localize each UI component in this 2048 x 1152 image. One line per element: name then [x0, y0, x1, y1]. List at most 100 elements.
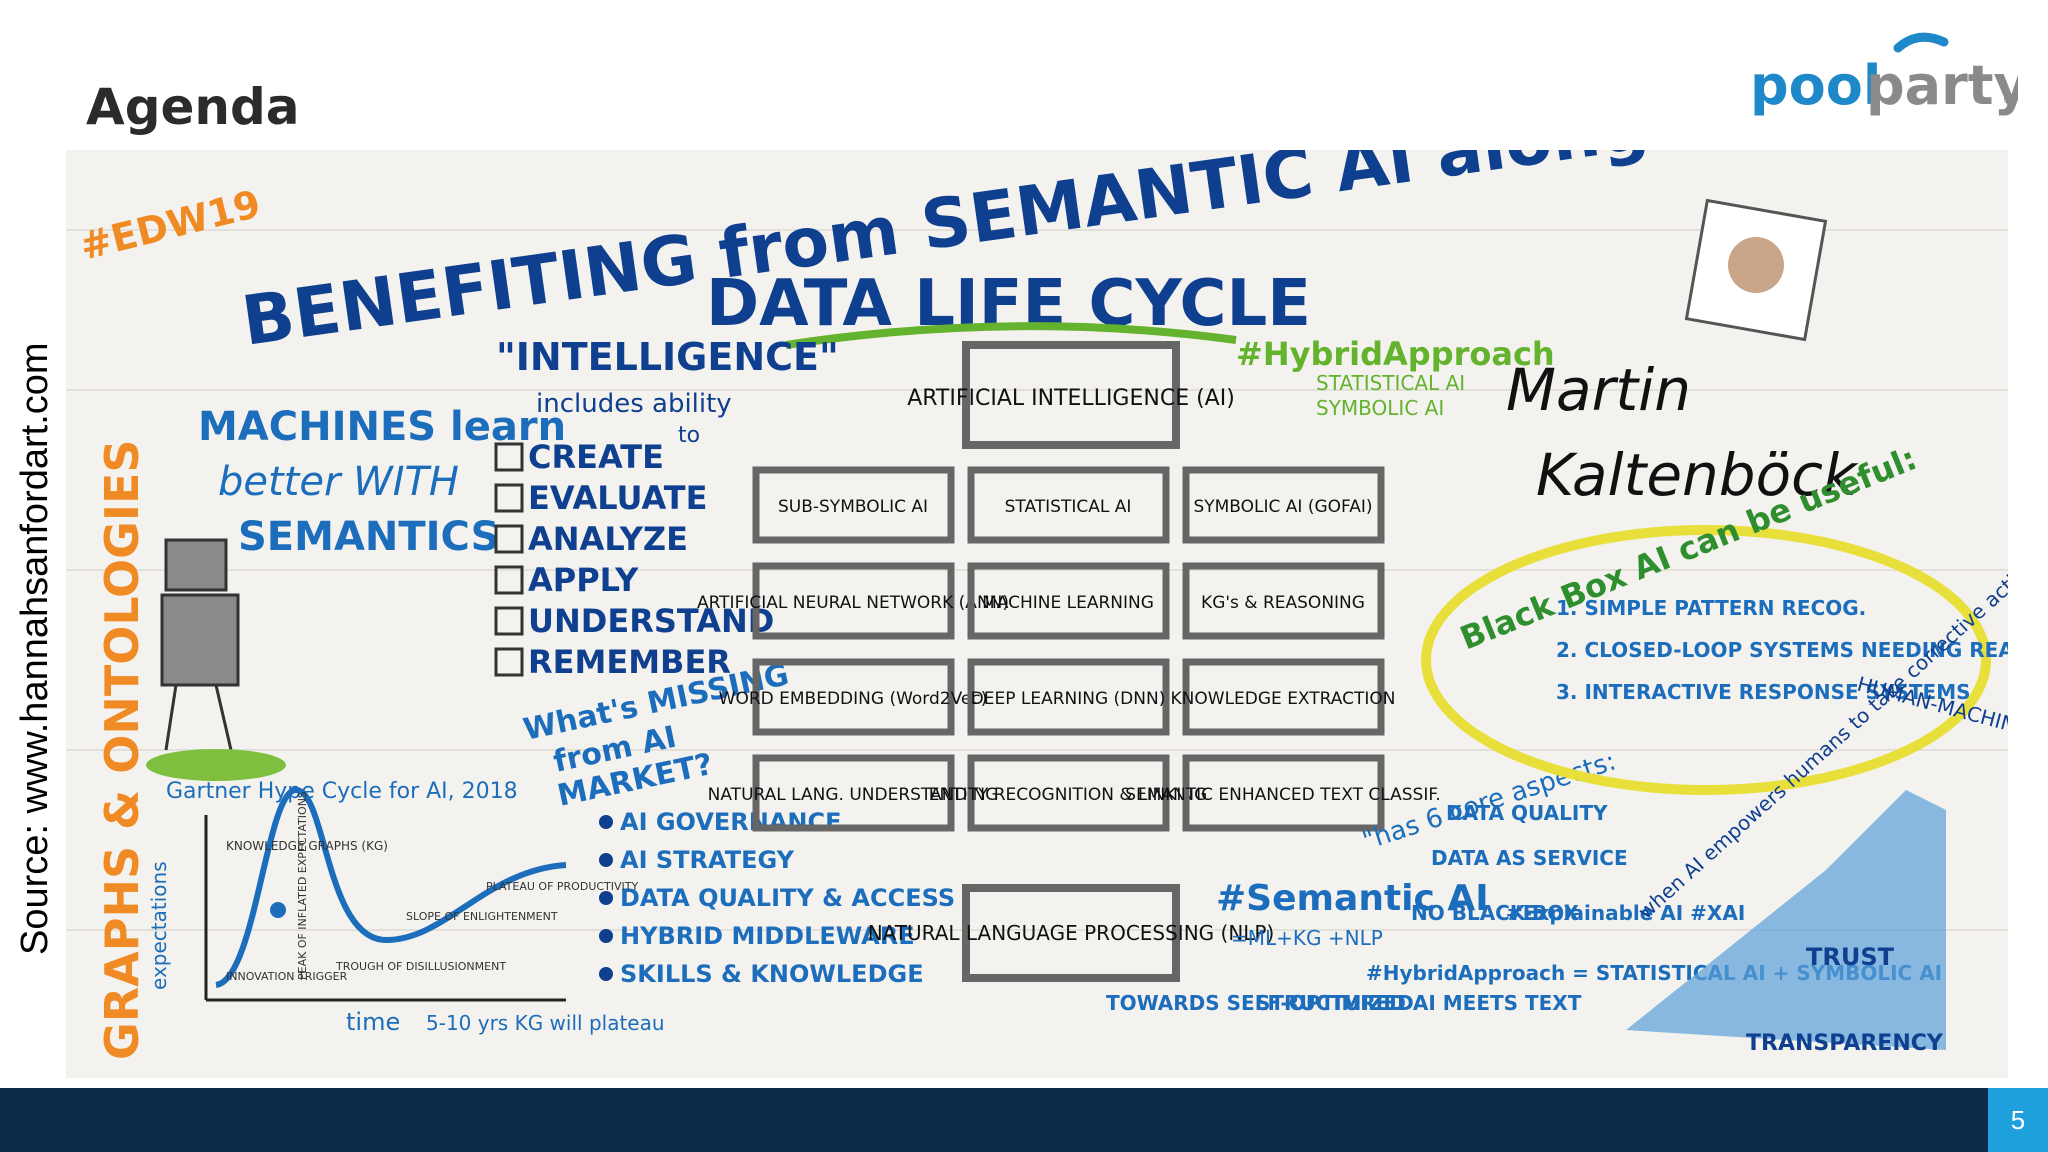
hybrid-top-1: #HybridApproach	[1236, 335, 1555, 373]
speaker-last-name: Kaltenböck	[1536, 441, 1859, 509]
robot-drawing	[146, 538, 286, 781]
missing-bullet	[599, 815, 613, 829]
missing-list: AI GOVERNANCE AI STRATEGY DATA QUALITY & A…	[599, 808, 955, 988]
ability-checkbox	[494, 606, 524, 636]
ai-cell-box	[967, 562, 1170, 640]
page-number: 5	[1988, 1088, 2048, 1152]
ai-cell: SEMANTIC ENHANCED TEXT CLASSIF.	[1125, 785, 1441, 805]
intelligence-sub2: to	[678, 423, 700, 448]
blackbox-item: 2. CLOSED-LOOP SYSTEMS NEEDING REAL-TIME…	[1556, 638, 2008, 662]
ability-item: CREATE	[528, 438, 664, 476]
ai-column-head: SUB-SYMBOLIC AI	[778, 497, 928, 517]
machines-line1: MACHINES learn	[198, 404, 566, 450]
ai-cell-box	[967, 754, 1170, 832]
aspect-item: NO BLACK-BOX	[1411, 901, 1579, 925]
aspect-item: DATA AS SERVICE	[1431, 846, 1628, 870]
ai-taxonomy-grid: SUB-SYMBOLIC AI ARTIFICIAL NEURAL NETWORK…	[697, 466, 1441, 832]
side-text-graphs-ontologies: GRAPHS & ONTOLOGIES	[95, 439, 149, 1060]
intelligence-title: "INTELLIGENCE"	[496, 335, 839, 379]
missing-bullet	[599, 929, 613, 943]
ai-cell-box	[967, 658, 1170, 736]
gartner-title: Gartner Hype Cycle for AI, 2018	[166, 779, 518, 804]
ai-cell: KNOWLEDGE EXTRACTION	[1171, 689, 1396, 709]
ai-cell-box	[1182, 658, 1385, 736]
gartner-slope-label: SLOPE OF ENLIGHTENMENT	[406, 910, 558, 923]
ai-column-head: STATISTICAL AI	[1005, 497, 1132, 517]
ai-cell-box	[752, 466, 955, 544]
hybrid-top-2: STATISTICAL AI	[1316, 371, 1465, 395]
page-title: Agenda	[86, 78, 300, 136]
gartner-peak-label: PEAK OF INFLATED EXPECTATIONS	[296, 791, 309, 980]
blackbox-list: 1. SIMPLE PATTERN RECOG. 2. CLOSED-LOOP S…	[1556, 596, 2008, 704]
ai-column-head: SYMBOLIC AI (GOFAI)	[1193, 497, 1372, 517]
missing-item: SKILLS & KNOWLEDGE	[620, 960, 924, 988]
logo-text-pool: pool	[1750, 54, 1881, 117]
ai-cell: ARTIFICIAL NEURAL NETWORK (ANN)	[697, 593, 1009, 613]
ability-item: UNDERSTAND	[528, 602, 774, 640]
aspect-item: STRUCTURED AI MEETS TEXT	[1256, 991, 1582, 1015]
missing-item: DATA QUALITY & ACCESS	[620, 884, 955, 912]
gartner-x-label: time	[346, 1008, 400, 1036]
ability-item: EVALUATE	[528, 479, 707, 517]
abilities-list: CREATEEVALUATEANALYZEAPPLYUNDERSTANDREME…	[494, 438, 774, 681]
ai-root: ARTIFICIAL INTELLIGENCE (AI)	[907, 386, 1235, 411]
transparency-label: TRANSPARENCY	[1746, 1031, 1944, 1056]
missing-item: AI STRATEGY	[620, 846, 795, 874]
gartner-plateau-label: PLATEAU OF PRODUCTIVITY	[486, 880, 638, 893]
gartner-trigger-label: INNOVATION TRIGGER	[226, 970, 348, 983]
mountain-drawing	[1626, 790, 1946, 1050]
machines-line3: SEMANTICS	[238, 514, 499, 560]
nlp-box: NATURAL LANGUAGE PROCESSING (NLP)	[868, 921, 1275, 945]
ability-checkbox	[494, 442, 524, 472]
hashtag-edw19: #EDW19	[76, 181, 265, 268]
blackbox-item: 3. INTERACTIVE RESPONSE SYSTEMS	[1556, 680, 1971, 704]
ai-cell: MACHINE LEARNING	[982, 593, 1154, 613]
ability-item: APPLY	[528, 561, 639, 599]
ai-cell-box	[1182, 754, 1385, 832]
missing-item: AI GOVERNANCE	[620, 808, 842, 836]
intelligence-sub1: includes ability	[536, 389, 732, 419]
ability-checkbox	[494, 647, 524, 677]
gartner-kg-label: KNOWLEDGE GRAPHS (KG)	[226, 839, 388, 853]
ai-cell: DEEP LEARNING (DNN)	[971, 689, 1166, 709]
missing-bullet	[599, 853, 613, 867]
ability-checkbox	[494, 524, 524, 554]
blackbox-item: 1. SIMPLE PATTERN RECOG.	[1556, 596, 1866, 620]
missing-bullet	[599, 891, 613, 905]
source-credit: Source: www.hannahsanfordart.com	[14, 342, 56, 955]
machines-line2: better WITH	[218, 459, 459, 505]
gartner-y-label: expectations	[147, 861, 171, 990]
semantic-ai: #Semantic AI	[1216, 878, 1489, 919]
logo-registered: ®	[2002, 92, 2016, 108]
ai-cell-box	[752, 562, 955, 640]
speaker-face	[1728, 237, 1784, 293]
ai-cell-box	[1182, 466, 1385, 544]
poolparty-logo: pool party ®	[1748, 28, 2029, 118]
semantic-ai-formula: =ML+KG +NLP	[1231, 926, 1383, 950]
ability-checkbox	[494, 565, 524, 595]
ai-cell: WORD EMBEDDING (Word2Vec)	[719, 689, 988, 709]
ability-checkbox	[494, 483, 524, 513]
missing-bullet	[599, 967, 613, 981]
footer-bar	[0, 1088, 2048, 1152]
aspect-item: DATA QUALITY	[1446, 801, 1608, 825]
ai-cell-box	[1182, 562, 1385, 640]
ai-cell-box	[752, 754, 955, 832]
ability-item: ANALYZE	[528, 520, 688, 558]
ai-cell: KG's & REASONING	[1201, 593, 1365, 613]
logo-text-party: party	[1866, 54, 2018, 117]
aspect-item: TOWARDS SELF-OPTIMIZED	[1106, 991, 1414, 1015]
ai-cell: NATURAL LANG. UNDERSTANDING	[708, 785, 999, 805]
aspect-item: #Explainable AI #XAI	[1506, 901, 1745, 925]
speaker-first-name: Martin	[1506, 356, 1691, 424]
gartner-trough-label: TROUGH OF DISILLUSIONMENT	[335, 960, 506, 973]
hybrid-top-3: SYMBOLIC AI	[1316, 396, 1444, 420]
gartner-note: 5-10 yrs KG will plateau	[426, 1011, 665, 1035]
ai-cell-box	[967, 466, 1170, 544]
ability-item: REMEMBER	[528, 643, 731, 681]
ai-cell: ENTITY RECOGNITION & LINKING	[929, 785, 1208, 805]
ai-cell-box	[752, 658, 955, 736]
missing-item: HYBRID MIDDLEWARE	[620, 922, 915, 950]
trust-label: TRUST	[1806, 943, 1895, 971]
sketchnote-image: #EDW19 GRAPHS & ONTOLOGIES BENEFITING fr…	[66, 150, 2008, 1078]
